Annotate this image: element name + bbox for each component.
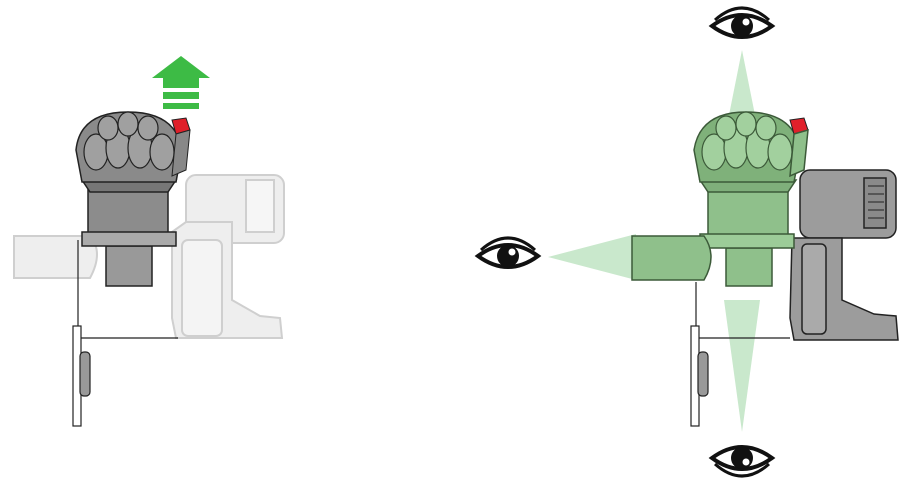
- eye-icon: [476, 236, 540, 269]
- arrow-up-icon: [152, 56, 210, 109]
- motor-body: [789, 169, 899, 341]
- faded-motor-body: [13, 174, 285, 339]
- right-panel: [476, 6, 899, 478]
- eye-icon: [710, 445, 774, 478]
- bin-assembly: [75, 111, 191, 287]
- wall-bracket-right: [690, 282, 790, 427]
- bin-assembly-highlighted: [631, 111, 809, 287]
- left-panel: [13, 56, 285, 427]
- wall-bracket: [72, 240, 178, 427]
- eye-icon: [710, 6, 774, 39]
